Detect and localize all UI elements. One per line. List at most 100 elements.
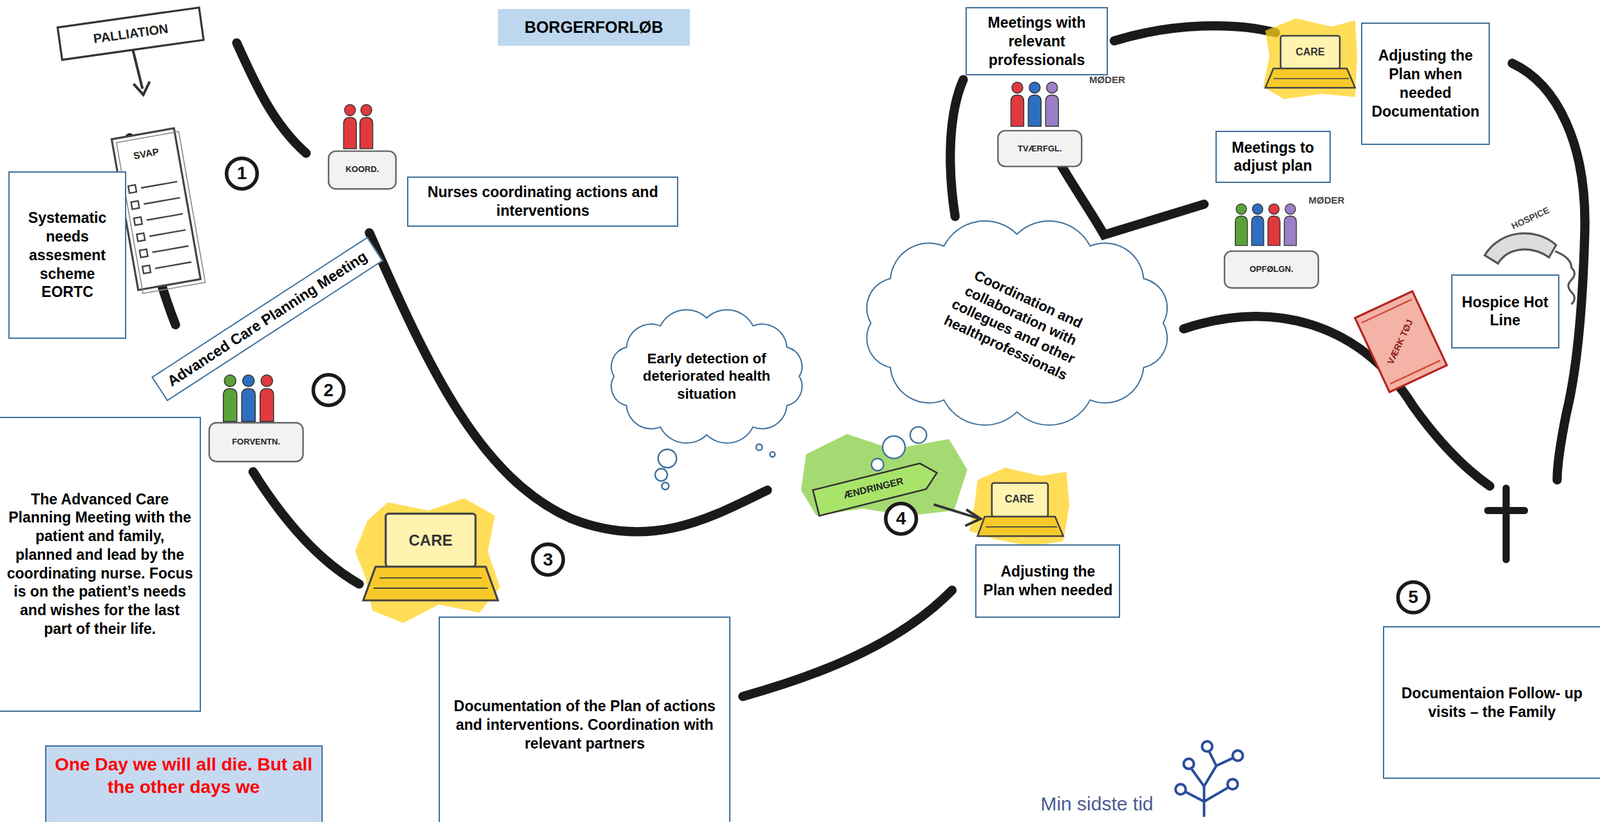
road [742, 590, 953, 697]
laptop-icon [354, 498, 500, 623]
signpost [57, 7, 204, 60]
people-group [328, 151, 397, 190]
laptop-icon [373, 577, 488, 589]
people-group [1045, 81, 1059, 126]
laptop-icon [1280, 35, 1340, 69]
text-group: Early detection of deteriorated health s… [639, 349, 773, 404]
step-circle [532, 544, 564, 576]
road [950, 79, 963, 217]
laptop-icon [969, 467, 1070, 547]
node-text: Documentation of the Plan of actions and… [446, 696, 723, 753]
assessment-sheet [128, 184, 137, 194]
platform-label: FORVENTN. [231, 437, 281, 447]
assessment-sheet [133, 217, 143, 226]
people-group [260, 374, 274, 422]
thought-bubbles [882, 436, 905, 459]
thought-bubbles [756, 444, 763, 451]
thought-bubbles [661, 482, 669, 490]
documentation-box: Documentation of the Plan of actions and… [438, 616, 731, 822]
motto-box: One Day we will all die. But all the oth… [45, 745, 323, 822]
adjust-plan-box: Adjusting the Plan when needed [975, 544, 1121, 618]
assessment-sheet [155, 262, 192, 269]
people-group [1010, 81, 1024, 126]
logo-tree [1175, 741, 1244, 795]
laptop-icon [969, 467, 1070, 547]
node-text: Early detection of deteriorated health s… [639, 349, 773, 404]
people-group [1267, 203, 1280, 246]
logo-tree [1183, 758, 1195, 770]
step-circle [226, 158, 258, 190]
road [237, 43, 307, 154]
sign-text: PALLIATION [92, 21, 169, 46]
text-group: Documentation of the Plan of actions and… [446, 696, 723, 753]
toolbox-icon [1355, 291, 1448, 392]
laptop-icon [385, 513, 476, 567]
people-group [997, 130, 1082, 167]
road [1061, 165, 1205, 236]
laptop-icon [379, 577, 482, 579]
laptop-icon [1273, 77, 1349, 80]
change-tag [801, 434, 981, 527]
toolbox-icon [1361, 299, 1412, 323]
change-tag [801, 434, 968, 516]
people-group [343, 104, 357, 149]
assessment-sheet [130, 200, 140, 210]
road [1512, 63, 1586, 480]
follow-up-box: Documentaion Follow- up visits – the Fam… [1382, 626, 1600, 780]
assessment-box: Systematic needs assesment scheme EORTC [8, 171, 127, 339]
assessment-sheet [136, 233, 145, 242]
text-group: Meetings to adjust plan [1223, 138, 1324, 176]
laptop-screen-text: CARE [1004, 493, 1034, 505]
people-group [209, 374, 304, 462]
text-group: The Advanced Care Planning Meeting with … [6, 490, 194, 639]
node-text: Adjusting the Plan when needed Documenta… [1368, 46, 1483, 121]
step-number: 3 [542, 549, 554, 570]
logo-text: Min sidste tid [1040, 792, 1153, 815]
laptop-icon [991, 483, 1048, 517]
cross-symbol [1502, 488, 1510, 560]
people-group [997, 81, 1082, 167]
step-number: 4 [895, 508, 907, 529]
cloud-outline [866, 220, 1167, 426]
step-circle [313, 374, 344, 406]
signpost [132, 49, 143, 90]
change-tag [812, 459, 940, 516]
laptop-screen-text: CARE [409, 531, 453, 549]
road [1183, 316, 1490, 486]
assessment-sheet [128, 177, 192, 274]
text-group: One Day we will all die. But all the oth… [52, 752, 315, 799]
laptop-icon [985, 526, 1058, 528]
toolbox-icon [1390, 360, 1441, 384]
people-group [1284, 203, 1297, 246]
laptop-icon [373, 587, 488, 589]
assessment-sheet [152, 246, 189, 253]
node-text: Hospice Hot Line [1458, 293, 1552, 331]
node-text: Meetings to adjust plan [1223, 138, 1324, 176]
node-text: Nurses coordinating actions and interven… [414, 182, 671, 221]
people-group [1224, 251, 1319, 288]
meetings-box: Meetings to adjust plan [1215, 130, 1331, 183]
laptop-icon [1263, 18, 1358, 100]
thought-cloud: Coordination and collaboration with coll… [847, 211, 1188, 435]
step-number: 1 [237, 163, 248, 184]
platform-label: OPFØLGN. [1249, 264, 1294, 274]
thought-bubbles [658, 448, 677, 468]
title-box: BORGERFORLØB [497, 9, 690, 46]
step-circle [885, 503, 917, 534]
assessment-sheet [139, 249, 149, 258]
title: BORGERFORLØB [524, 18, 663, 37]
cross-symbol [1487, 488, 1525, 560]
document-title: SVAP [132, 146, 160, 162]
toolbox-icon [1355, 291, 1448, 392]
hotline-box: Hospice Hot Line [1451, 274, 1560, 348]
laptop-icon [354, 498, 500, 623]
logo-tree [1227, 778, 1239, 790]
laptop-icon [363, 566, 498, 601]
signpost [57, 7, 210, 106]
thought-bubbles [871, 458, 884, 471]
platform-label: TVÆRFGL. [1017, 144, 1063, 154]
road [1114, 25, 1276, 41]
